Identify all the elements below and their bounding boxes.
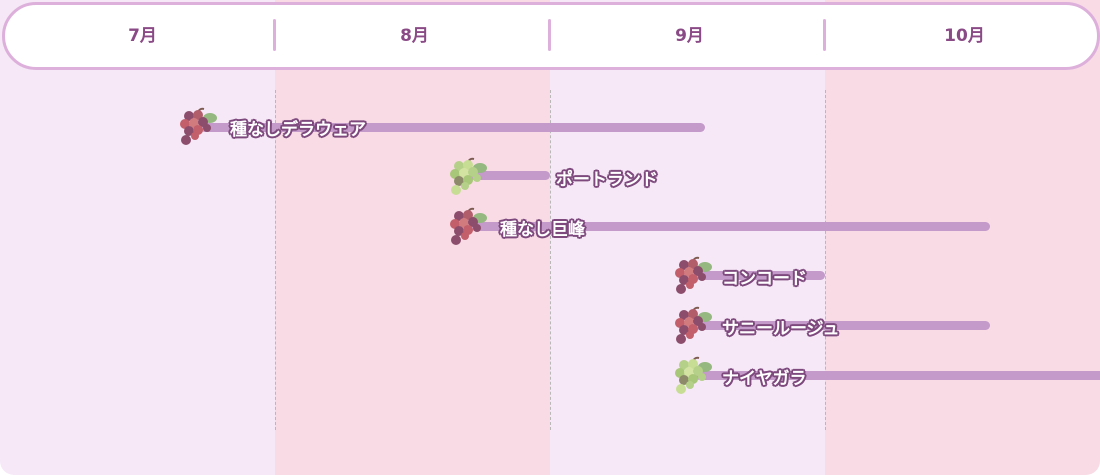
variety-label: 種なしデラウェア <box>230 120 366 140</box>
variety-label: ナイヤガラ <box>722 369 807 389</box>
red-grape-icon <box>675 256 712 294</box>
grid-line <box>550 90 551 430</box>
bar-sunny-rouge <box>695 321 990 330</box>
red-grape-icon <box>450 207 487 245</box>
month-label: 8月 <box>400 26 429 46</box>
variety-label: ポートランド <box>556 170 658 190</box>
column-august <box>275 0 550 475</box>
month-label: 10月 <box>944 26 985 46</box>
bar-concord <box>695 271 825 280</box>
month-divider <box>273 19 276 51</box>
red-grape-icon <box>180 107 217 145</box>
month-divider <box>548 19 551 51</box>
month-header: 7月 8月 9月 10月 <box>2 2 1100 70</box>
column-september <box>550 0 825 475</box>
bar-delaware <box>200 123 705 132</box>
green-grape-icon <box>450 157 487 195</box>
bar-portland <box>470 171 550 180</box>
variety-label: 種なし巨峰 <box>500 220 585 240</box>
column-october <box>825 0 1100 475</box>
month-label: 7月 <box>128 26 157 46</box>
column-july <box>0 0 275 475</box>
red-grape-icon <box>675 306 712 344</box>
month-divider <box>823 19 826 51</box>
month-label: 9月 <box>675 26 704 46</box>
bar-kyoho <box>470 222 990 231</box>
grid-line <box>825 90 826 430</box>
grid-line <box>275 90 276 430</box>
green-grape-icon <box>675 356 712 394</box>
variety-label: サニールージュ <box>722 319 840 339</box>
bar-niagara <box>695 371 1100 380</box>
variety-label: コンコード <box>722 269 807 289</box>
